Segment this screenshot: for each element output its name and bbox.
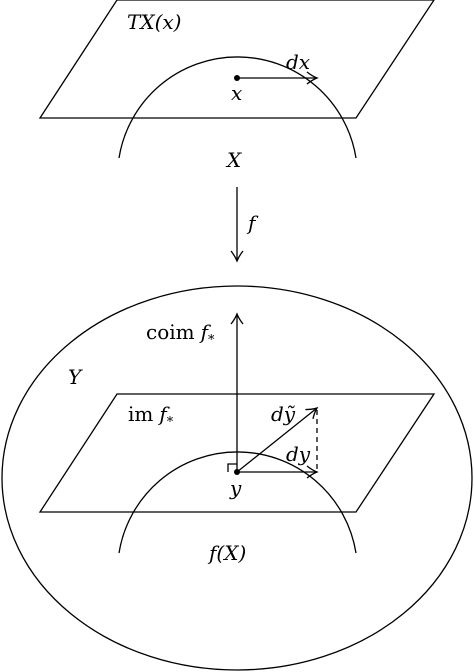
- manifold-x-arc: [118, 56, 357, 159]
- image-plane: [38, 393, 436, 513]
- map-f-label: f: [246, 211, 259, 235]
- image-fx-label: f(X): [207, 541, 246, 565]
- point-y-label: y: [229, 476, 242, 500]
- point-x-label: x: [231, 81, 242, 105]
- tangent-space-label: TX(x): [127, 10, 181, 34]
- vector-dy-label: dy: [286, 442, 311, 466]
- space-y-ellipse: [1, 285, 473, 671]
- right-angle-mark: [227, 463, 237, 472]
- vector-dy-tilde-arrow: [236, 406, 319, 473]
- manifold-x-label: X: [225, 148, 242, 172]
- point-y-dot: [234, 469, 240, 475]
- vector-dy-tilde-label: dỹ: [271, 402, 296, 426]
- tangent-plane: [38, 0, 435, 119]
- vector-dx-label: dx: [286, 50, 310, 74]
- space-y-label: Y: [68, 365, 83, 389]
